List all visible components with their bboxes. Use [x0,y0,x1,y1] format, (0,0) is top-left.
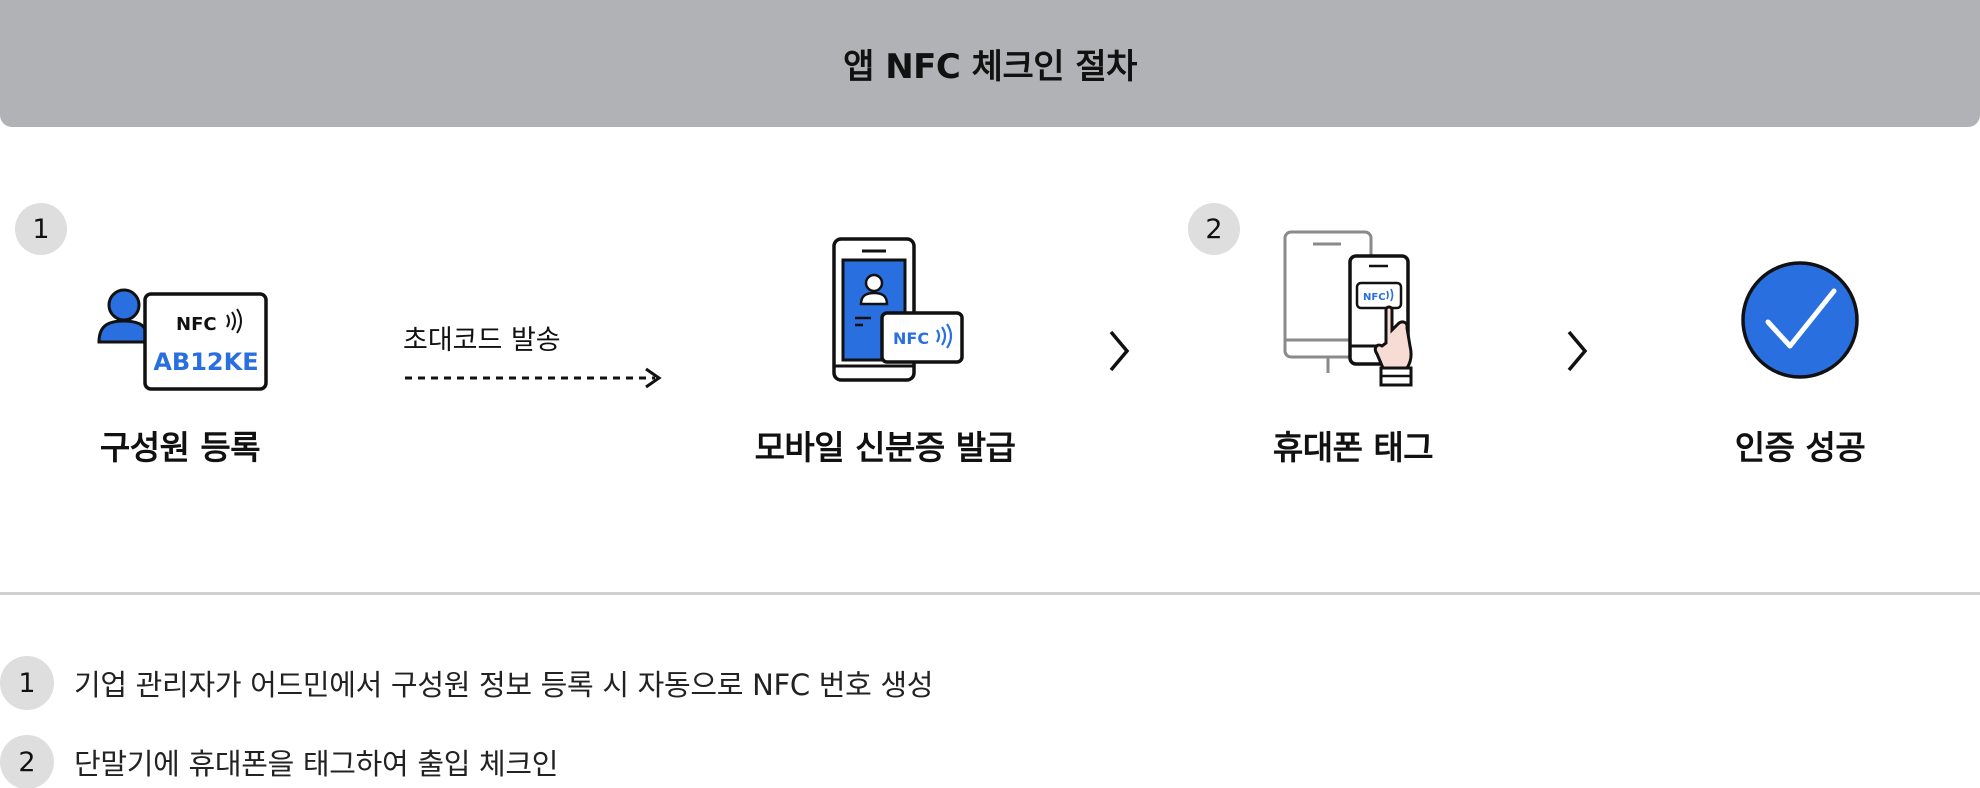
step-number-badge: 2 [1188,203,1240,255]
step-label: 인증 성공 [1734,428,1866,467]
page-title: 앱 NFC 체크인 절차 [843,47,1137,87]
note-text: 단말기에 휴대폰을 태그하여 출입 체크인 [74,747,559,781]
note-item: 1 기업 관리자가 어드민에서 구성원 정보 등록 시 자동으로 NFC 번호 … [0,656,933,710]
step-card-phone-tag: 2 NFC 휴대폰 태그 [1173,178,1533,516]
invite-code-label: 초대코드 발송 [403,325,561,356]
checkmark-circle-icon [1741,261,1859,379]
nfc-tag-label: NFC [1363,292,1386,303]
step-card-success: 인증 성공 [1620,178,1980,516]
chevron-right-icon [1567,330,1588,372]
step-number-badge: 1 [15,203,67,255]
member-nfc-card-icon: NFC AB12KE [97,288,268,391]
step-label: 모바일 신분증 발급 [754,428,1016,467]
note-text: 기업 관리자가 어드민에서 구성원 정보 등록 시 자동으로 NFC 번호 생성 [74,668,934,702]
mobile-id-icon: NFC [832,237,964,382]
note-number-badge: 2 [0,735,54,788]
chevron-right-icon [1109,330,1130,372]
section-divider [0,592,1980,595]
step-label: 구성원 등록 [99,428,261,467]
nfc-code: AB12KE [153,348,258,376]
note-item: 2 단말기에 휴대폰을 태그하여 출입 체크인 [0,735,558,788]
phone-tag-terminal-icon: NFC [1283,230,1413,387]
note-number-badge: 1 [0,656,54,710]
step-card-register: 1 NFC AB12KE 구성원 등록 [0,178,360,516]
step-label: 휴대폰 태그 [1272,428,1434,467]
header-bar: 앱 NFC 체크인 절차 [0,0,1980,127]
step-card-mobile-id: NFC 모바일 신분증 발급 [705,178,1065,516]
nfc-tag-label: NFC [176,314,217,335]
dashed-arrow-icon [405,367,662,389]
nfc-tag-label: NFC [893,329,929,348]
